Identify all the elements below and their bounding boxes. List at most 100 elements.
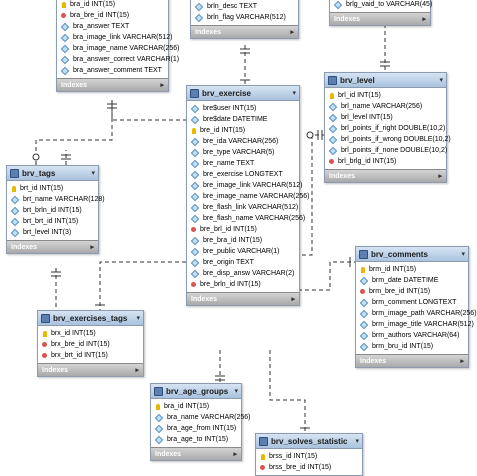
column-label: bre_brl_id INT(15) xyxy=(200,226,257,233)
table-header[interactable]: brv_exercises_tags ▾ xyxy=(38,311,143,326)
column-row[interactable]: bra_id INT(15) xyxy=(151,401,241,412)
indexes-bar[interactable]: Indexes ▸ xyxy=(151,447,241,460)
expand-arrow-icon[interactable]: ▸ xyxy=(460,358,464,365)
column-row[interactable]: bre$date DATETIME xyxy=(187,114,299,125)
column-row[interactable]: brm_id INT(15) xyxy=(356,264,468,275)
column-row[interactable]: brx_bre_id INT(15) xyxy=(38,339,143,350)
column-row[interactable]: brl_brlg_id INT(15) xyxy=(325,156,446,167)
column-row[interactable]: brln_desc TEXT xyxy=(191,1,298,12)
table-header[interactable]: brv_solves_statistic ▾ xyxy=(256,434,362,449)
column-row[interactable]: bre_exercise LONGTEXT xyxy=(187,169,299,180)
column-row[interactable]: bre_brln_id INT(15) xyxy=(187,279,299,290)
column-row[interactable]: brss_bre_id INT(15) xyxy=(256,462,362,473)
table-header[interactable]: brv_comments ▾ xyxy=(356,247,468,262)
table-header[interactable]: brv_exercise ▾ xyxy=(187,86,299,101)
column-row[interactable]: bre_ida VARCHAR(256) xyxy=(187,136,299,147)
column-row[interactable]: bra_image_name VARCHAR(256) xyxy=(57,43,179,54)
column-row[interactable]: brl_id INT(15) xyxy=(325,90,446,101)
column-row[interactable]: brm_authors VARCHAR(64) xyxy=(356,330,468,341)
expand-arrow-icon[interactable]: ▸ xyxy=(438,173,442,180)
chevron-down-icon[interactable]: ▾ xyxy=(461,251,465,258)
table-header[interactable]: brv_level ▾ xyxy=(325,73,446,88)
column-row[interactable]: brl_level INT(15) xyxy=(325,112,446,123)
column-row[interactable]: brm_image_path VARCHAR(256) xyxy=(356,308,477,319)
indexes-bar[interactable]: Indexes ▸ xyxy=(191,25,298,38)
column-row[interactable]: brm_comment LONGTEXT xyxy=(356,297,468,308)
table-header[interactable]: brv_age_groups ▾ xyxy=(151,384,241,399)
column-row[interactable]: brss_id INT(15) xyxy=(256,451,362,462)
table-bra[interactable]: bra_id INT(15)bra_bre_id INT(15)bra_answ… xyxy=(56,0,179,92)
column-row[interactable]: brl_points_if_none DOUBLE(10,2) xyxy=(325,145,447,156)
column-row[interactable]: bre_bra_id INT(15) xyxy=(187,235,299,246)
column-row[interactable]: brx_id INT(15) xyxy=(38,328,143,339)
column-row[interactable]: bre_disp_answ VARCHAR(2) xyxy=(187,268,299,279)
column-row[interactable]: bre_origin TEXT xyxy=(187,257,299,268)
column-row[interactable]: brm_bre_id INT(15) xyxy=(356,286,468,297)
column-row[interactable]: bre_id INT(15) xyxy=(187,125,299,136)
indexes-bar[interactable]: Indexes ▸ xyxy=(325,169,446,182)
chevron-down-icon[interactable]: ▾ xyxy=(439,77,443,84)
chevron-down-icon[interactable]: ▾ xyxy=(355,438,359,445)
column-row[interactable]: brm_date DATETIME xyxy=(356,275,468,286)
column-row[interactable]: brt_brt_id INT(15) xyxy=(7,216,98,227)
indexes-bar[interactable]: Indexes ▸ xyxy=(356,354,468,367)
indexes-bar[interactable]: Indexes ▸ xyxy=(7,240,98,253)
column-row[interactable]: brt_level INT(3) xyxy=(7,227,98,238)
indexes-bar[interactable]: Indexes ▸ xyxy=(38,363,143,376)
chevron-down-icon[interactable]: ▾ xyxy=(234,388,238,395)
indexes-bar[interactable]: Indexes ▸ xyxy=(57,78,168,91)
table-brv-solves-statistic[interactable]: brv_solves_statistic ▾ brss_id INT(15)br… xyxy=(255,433,363,476)
column-row[interactable]: bra_bre_id INT(15) xyxy=(57,10,168,21)
column-row[interactable]: bre_image_link VARCHAR(512) xyxy=(187,180,302,191)
column-label: bre$user INT(15) xyxy=(203,105,257,112)
table-brv-exercise[interactable]: brv_exercise ▾ bre$user INT(15) bre$date … xyxy=(186,85,309,306)
column-row[interactable]: bre$user INT(15) xyxy=(187,103,299,114)
table-brv-comments[interactable]: brv_comments ▾ brm_id INT(15)brm_date DA… xyxy=(355,246,477,368)
column-row[interactable]: bra_id INT(15) xyxy=(57,0,168,10)
column-row[interactable]: bre_flash_name VARCHAR(256) xyxy=(187,213,305,224)
column-row[interactable]: brl_points_if_right DOUBLE(10,2) xyxy=(325,123,446,134)
chevron-down-icon[interactable]: ▾ xyxy=(136,315,140,322)
expand-arrow-icon[interactable]: ▸ xyxy=(135,367,139,374)
expand-arrow-icon[interactable]: ▸ xyxy=(160,82,164,89)
column-row[interactable]: brx_brt_id INT(15) xyxy=(38,350,143,361)
column-row[interactable]: bre_name TEXT xyxy=(187,158,299,169)
chevron-down-icon[interactable]: ▾ xyxy=(91,170,95,177)
column-row[interactable]: brlg_vaid_to VARCHAR(45) xyxy=(330,0,432,10)
expand-arrow-icon[interactable]: ▸ xyxy=(90,244,94,251)
table-header[interactable]: brv_tags ▾ xyxy=(7,166,98,181)
table-brv-tags[interactable]: brv_tags ▾ brt_id INT(15)brt_name VARCHA… xyxy=(6,165,105,254)
column-row[interactable]: brt_brln_id INT(15) xyxy=(7,205,98,216)
column-row[interactable]: brt_name VARCHAR(128) xyxy=(7,194,105,205)
column-row[interactable]: bra_name VARCHAR(256) xyxy=(151,412,251,423)
table-brv-age-groups[interactable]: brv_age_groups ▾ bra_id INT(15)bra_name … xyxy=(150,383,251,461)
column-row[interactable]: bre_flash_link VARCHAR(512) xyxy=(187,202,299,213)
table-brlg[interactable]: brlg_vaid_to VARCHAR(45) Indexes ▸ xyxy=(329,0,432,26)
table-brv-exercises-tags[interactable]: brv_exercises_tags ▾ brx_id INT(15)brx_b… xyxy=(37,310,144,377)
indexes-bar[interactable]: Indexes ▸ xyxy=(187,292,299,305)
column-row[interactable]: bre_brl_id INT(15) xyxy=(187,224,299,235)
column-row[interactable]: brm_bru_id INT(15) xyxy=(356,341,468,352)
column-row[interactable]: bra_age_to INT(15) xyxy=(151,434,241,445)
column-row[interactable]: bra_age_from INT(15) xyxy=(151,423,241,434)
column-row[interactable]: bre_image_name VARCHAR(256) xyxy=(187,191,309,202)
column-row[interactable]: brl_name VARCHAR(256) xyxy=(325,101,446,112)
column-row[interactable]: bra_image_link VARCHAR(512) xyxy=(57,32,172,43)
column-row[interactable]: bra_answer_correct VARCHAR(1) xyxy=(57,54,179,65)
indexes-bar[interactable]: Indexes ▸ xyxy=(330,12,430,25)
column-row[interactable]: brt_id INT(15) xyxy=(7,183,98,194)
column-row[interactable]: bra_answer TEXT xyxy=(57,21,168,32)
column-row[interactable]: bre_type VARCHAR(5) xyxy=(187,147,299,158)
expand-arrow-icon[interactable]: ▸ xyxy=(290,29,294,36)
expand-arrow-icon[interactable]: ▸ xyxy=(291,296,295,303)
table-brv-level[interactable]: brv_level ▾ brl_id INT(15)brl_name VARCH… xyxy=(324,72,451,183)
column-row[interactable]: brl_points_if_wrong DOUBLE(10,2) xyxy=(325,134,451,145)
column-row[interactable]: brln_flag VARCHAR(512) xyxy=(191,12,298,23)
column-row[interactable]: brm_image_title VARCHAR(512) xyxy=(356,319,474,330)
column-row[interactable]: bre_public VARCHAR(1) xyxy=(187,246,299,257)
column-row[interactable]: bra_answer_comment TEXT xyxy=(57,65,168,76)
expand-arrow-icon[interactable]: ▸ xyxy=(233,451,237,458)
chevron-down-icon[interactable]: ▾ xyxy=(292,90,296,97)
expand-arrow-icon[interactable]: ▸ xyxy=(422,16,426,23)
